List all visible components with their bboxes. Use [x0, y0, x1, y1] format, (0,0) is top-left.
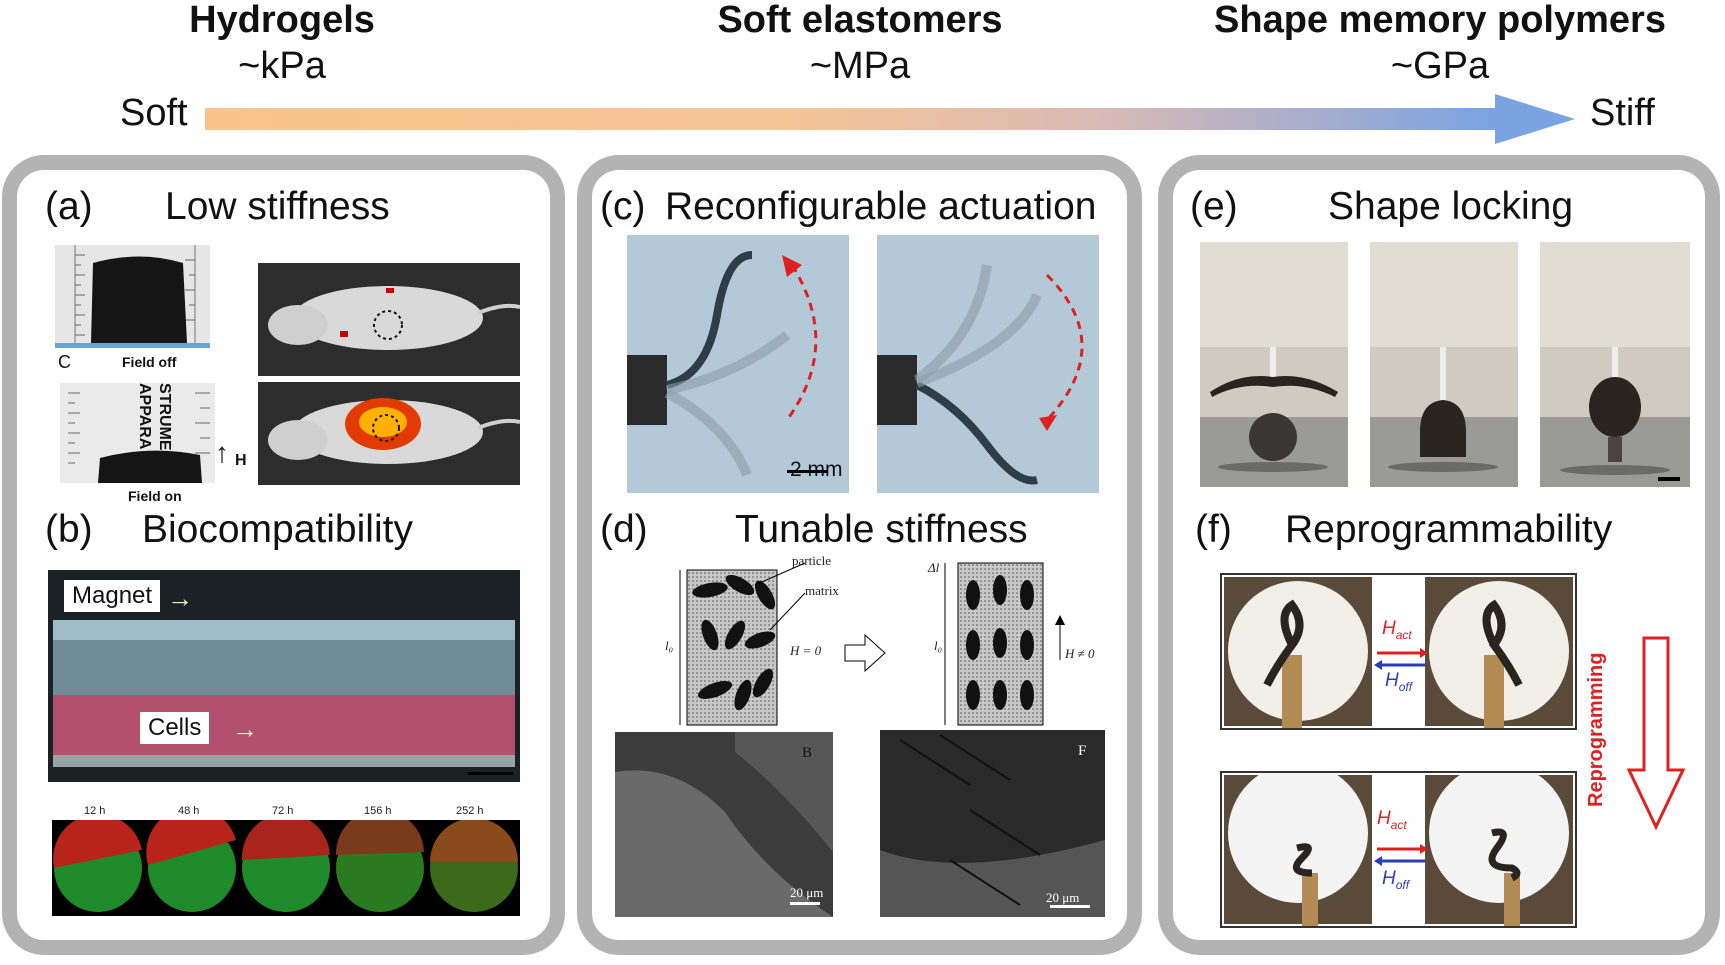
ruler-text-2: STRUME	[156, 383, 173, 451]
magnet-arrow: →	[167, 583, 193, 613]
panel-b-title: Biocompatibility	[142, 508, 413, 551]
h-off-label-1: Hoff	[1385, 670, 1412, 694]
panel-c-title: Reconfigurable actuation	[665, 185, 1097, 228]
h-act-label-1: Hact	[1382, 618, 1412, 642]
reprogram-box-1	[1220, 573, 1577, 730]
stiffness-schematic	[679, 562, 1065, 726]
fluorescence-images	[52, 820, 520, 916]
cells-label: Cells	[140, 712, 210, 744]
panel-c-letter: (c)	[600, 185, 646, 228]
cells-arrow: →	[232, 714, 258, 744]
panel-a-letter: (a)	[45, 185, 93, 228]
sem-image-b	[615, 732, 833, 917]
h-up-arrow: ↑	[215, 437, 229, 468]
shape-locking-photo-1	[1200, 242, 1348, 487]
panel-d-letter: (d)	[600, 508, 648, 551]
sem-label-f: F	[1078, 743, 1087, 759]
panel-b-letter: (b)	[45, 508, 93, 551]
h-off-text: H	[1385, 670, 1399, 691]
category-name: Hydrogels	[189, 0, 375, 41]
panel-a-title: Low stiffness	[165, 185, 390, 228]
panel-e-title: Shape locking	[1328, 185, 1574, 228]
reprogram-box-2	[1220, 771, 1577, 928]
delta-l-label: Δl	[928, 560, 940, 575]
shape-locking-photo-3	[1540, 242, 1690, 487]
category-modulus: ~GPa	[1390, 45, 1490, 87]
soft-label: Soft	[120, 92, 188, 134]
particle-label: particle	[792, 553, 831, 568]
h-act-sub: act	[1390, 817, 1407, 832]
category-modulus: ~kPa	[238, 45, 326, 87]
sem-label-b: B	[802, 745, 813, 761]
category-smp: Shape memory polymers ~GPa	[1180, 0, 1700, 88]
mouse-image-field-on	[258, 382, 520, 485]
h-act-label-2: Hact	[1377, 808, 1407, 832]
time-label: 12 h	[84, 805, 106, 817]
category-elastomers: Soft elastomers ~MPa	[600, 0, 1120, 88]
mouse-image-field-off	[258, 263, 520, 376]
c-label: C	[58, 352, 71, 372]
sem-image-f	[880, 730, 1105, 917]
sem-scale-f: 20 μm	[1046, 890, 1080, 905]
h-act-text: H	[1382, 618, 1396, 639]
fluorescence-frame	[53, 820, 142, 912]
matrix-label: matrix	[805, 583, 839, 598]
h-off-label-2: Hoff	[1382, 868, 1409, 892]
time-label: 156 h	[364, 805, 392, 817]
field-on-label: Field on	[128, 488, 182, 504]
l0-label-right: l₀	[934, 638, 943, 653]
h-nonzero-label: H ≠ 0	[1065, 646, 1095, 661]
stiff-label: Stiff	[1590, 92, 1655, 134]
panel-d-title: Tunable stiffness	[735, 508, 1028, 551]
field-off-label: Field off	[122, 354, 177, 370]
category-name: Shape memory polymers	[1214, 0, 1666, 41]
time-label: 252 h	[456, 805, 484, 817]
time-label: 48 h	[178, 805, 200, 817]
h-zero-label: H = 0	[790, 643, 822, 658]
sem-scale-b: 20 μm	[790, 885, 824, 900]
ruler-text-1: APPARA	[136, 383, 153, 450]
category-name: Soft elastomers	[717, 0, 1003, 41]
h-off-sub: off	[1395, 877, 1410, 892]
h-act-sub: act	[1395, 627, 1412, 642]
panel-e-letter: (e)	[1190, 185, 1238, 228]
ruler-photo-field-on: APPARA STRUME	[60, 383, 215, 483]
scale-bar-label: 2 mm	[790, 458, 843, 481]
actuation-photo-2	[877, 235, 1099, 493]
h-act-text: H	[1377, 808, 1391, 829]
ruler-photo-field-off	[55, 245, 210, 348]
panel-f-title: Reprogrammability	[1285, 508, 1613, 551]
time-label: 72 h	[272, 805, 294, 817]
reprogramming-label: Reprogramming	[1585, 652, 1607, 808]
h-off-sub: off	[1398, 679, 1413, 694]
shape-locking-photo-2	[1370, 242, 1518, 487]
magnet-label: Magnet	[64, 580, 161, 612]
panel-f-letter: (f)	[1195, 508, 1232, 551]
stiffness-gradient-arrow	[205, 94, 1575, 144]
category-modulus: ~MPa	[809, 45, 911, 87]
l0-label-left: l₀	[665, 638, 674, 653]
reprogramming-down-arrow	[1626, 636, 1686, 830]
actuation-photo-1	[627, 235, 849, 493]
category-hydrogels: Hydrogels ~kPa	[22, 0, 542, 88]
h-off-text: H	[1382, 868, 1396, 889]
h-field-label: H	[235, 452, 247, 469]
